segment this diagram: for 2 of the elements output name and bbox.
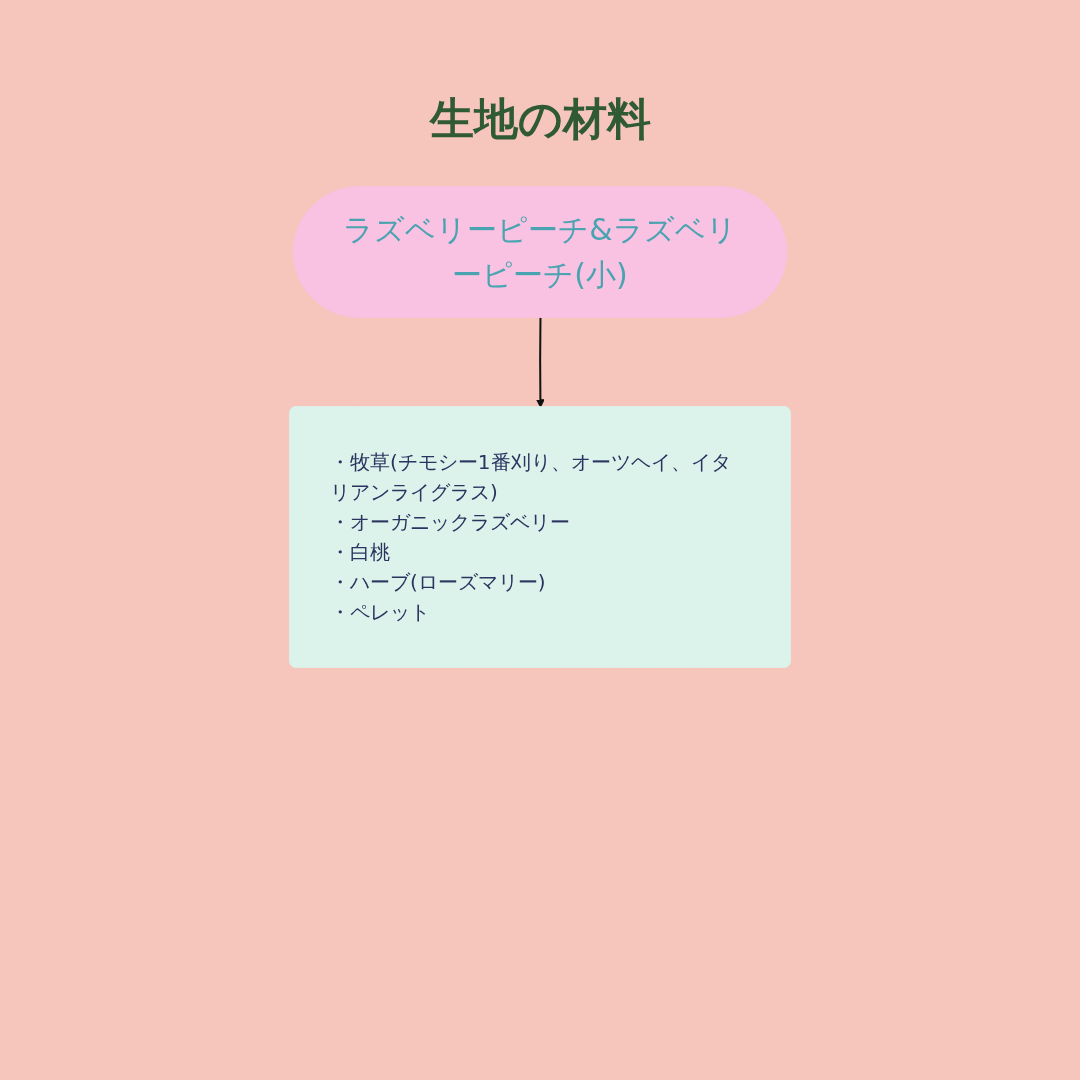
title: 生地の材料 <box>428 92 652 146</box>
arrow <box>536 316 545 408</box>
